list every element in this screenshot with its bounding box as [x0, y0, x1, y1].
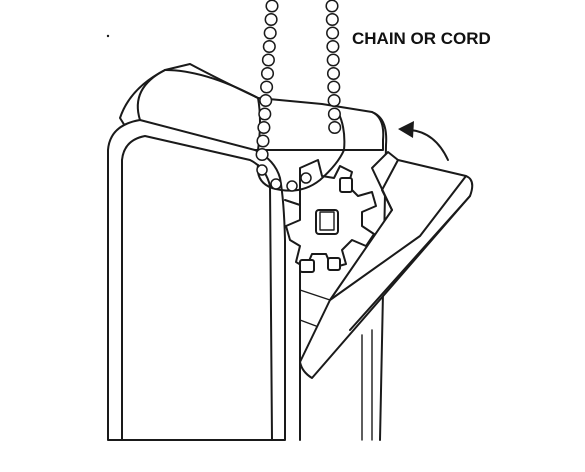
stray-dot [106, 34, 110, 38]
chain-left-strand [255, 0, 279, 162]
chain-bead [256, 134, 270, 148]
hinged-cover [299, 151, 474, 379]
chain-bead [258, 107, 272, 121]
chain-bead [261, 53, 275, 67]
chain-bead [260, 66, 275, 81]
chain-bead [326, 66, 341, 81]
chain-bead [327, 93, 341, 108]
chain-bead [326, 26, 340, 40]
chain-bead [263, 26, 277, 40]
chain-bead [270, 178, 282, 190]
chain-wrap-beads [256, 164, 312, 192]
chain-bead [260, 80, 274, 94]
chain-bead [262, 39, 276, 54]
headrail-housing [107, 63, 388, 441]
chain-bead [265, 0, 279, 13]
chain-bead [328, 120, 342, 135]
chain-bead [300, 172, 312, 184]
chain-bead [325, 12, 339, 27]
chain-bead [259, 93, 273, 108]
chain-loop [256, 111, 346, 192]
chain-bead [286, 180, 298, 192]
chain-bead [255, 147, 269, 162]
chain-or-cord-label: CHAIN OR CORD [352, 29, 491, 48]
chain-bead [326, 39, 340, 54]
rotation-arrow [398, 121, 449, 161]
chain-bead [264, 12, 278, 27]
chain-bead [326, 53, 340, 67]
chain-bead [327, 107, 341, 121]
chain-bead [257, 120, 271, 135]
chain-bead [327, 80, 341, 94]
chain-right-strand [325, 0, 342, 135]
chain-bead [256, 164, 268, 176]
chain-bead [325, 0, 339, 13]
